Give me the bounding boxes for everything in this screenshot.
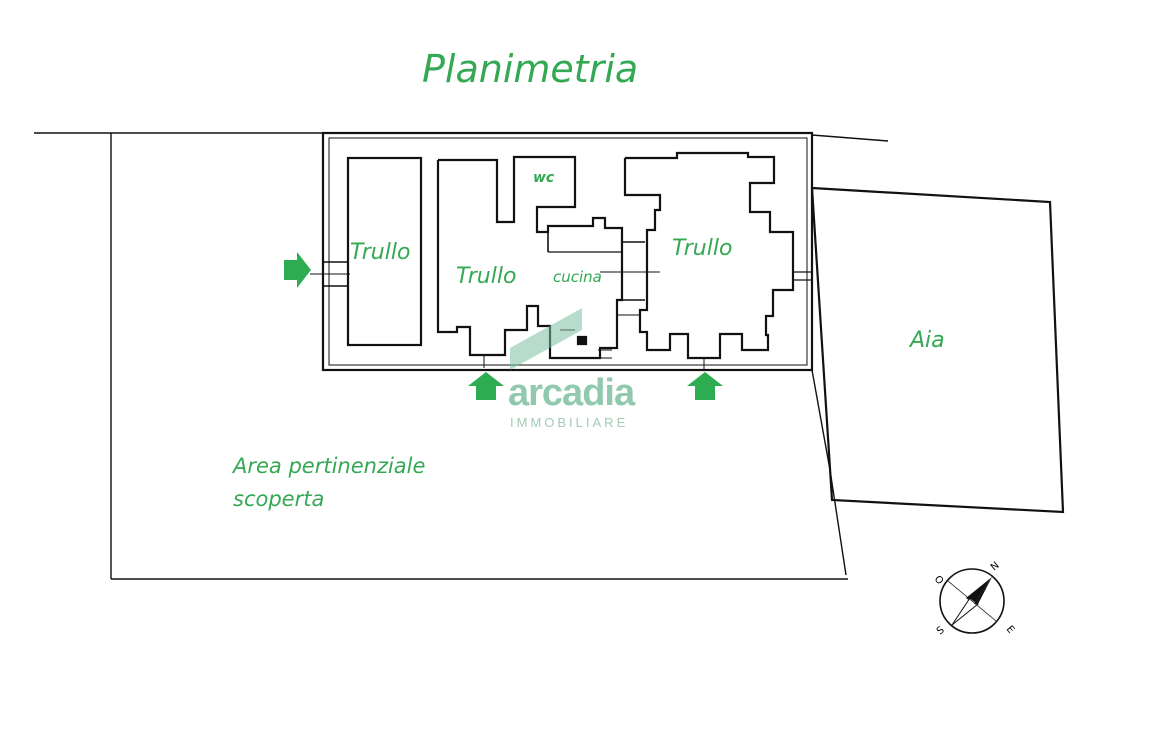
aia-outline bbox=[810, 186, 1065, 514]
trullo-left-walls bbox=[310, 156, 423, 347]
room-label-wc: wc bbox=[533, 170, 555, 186]
room-label-cucina: cucina bbox=[553, 268, 602, 286]
compass-n: N bbox=[989, 560, 1002, 573]
room-label-trullo-center: Trullo bbox=[456, 264, 517, 289]
outdoor-area-label: Area pertinenziale scoperta bbox=[233, 450, 425, 515]
entrance-arrows bbox=[284, 252, 723, 400]
room-label-aia: Aia bbox=[910, 328, 945, 353]
building bbox=[321, 131, 814, 372]
building-outline bbox=[321, 131, 814, 372]
watermark-brand: arcadia bbox=[508, 372, 635, 414]
room-label-trullo-right: Trullo bbox=[672, 236, 733, 261]
trullo-right-walls bbox=[617, 151, 812, 370]
outdoor-area-line1: Area pertinenziale bbox=[233, 454, 426, 478]
plan-title: Planimetria bbox=[422, 47, 639, 91]
entrance-arrow-left bbox=[284, 252, 311, 288]
compass-e: E bbox=[1004, 624, 1016, 636]
watermark-logo-mark bbox=[510, 308, 582, 370]
entrance-arrow-bottom-center bbox=[468, 372, 504, 400]
watermark-subtitle: IMMOBILIARE bbox=[510, 415, 629, 430]
compass-icon: N E S O bbox=[932, 560, 1016, 637]
entrance-arrow-bottom-right bbox=[687, 372, 723, 400]
building-inner-outline bbox=[328, 137, 808, 366]
compass-s: S bbox=[935, 625, 947, 638]
compass-o: O bbox=[932, 574, 946, 587]
plot-right-edge bbox=[811, 369, 847, 576]
outdoor-area-line2: scoperta bbox=[233, 486, 325, 511]
room-label-trullo-left: Trullo bbox=[350, 240, 411, 265]
top-boundary-slope bbox=[811, 134, 889, 142]
